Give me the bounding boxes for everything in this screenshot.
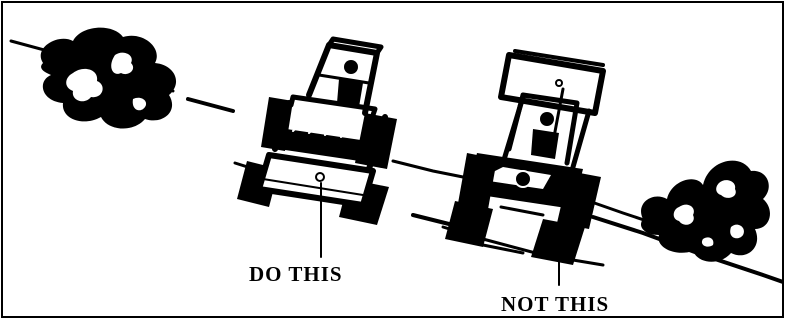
not-this-label: NOT THIS <box>501 292 609 317</box>
left-shrub <box>41 28 176 129</box>
right-shrub <box>641 161 770 262</box>
tractor-bucket-low <box>237 39 397 257</box>
slope-illustration <box>3 3 784 318</box>
do-this-label: DO THIS <box>249 262 343 287</box>
